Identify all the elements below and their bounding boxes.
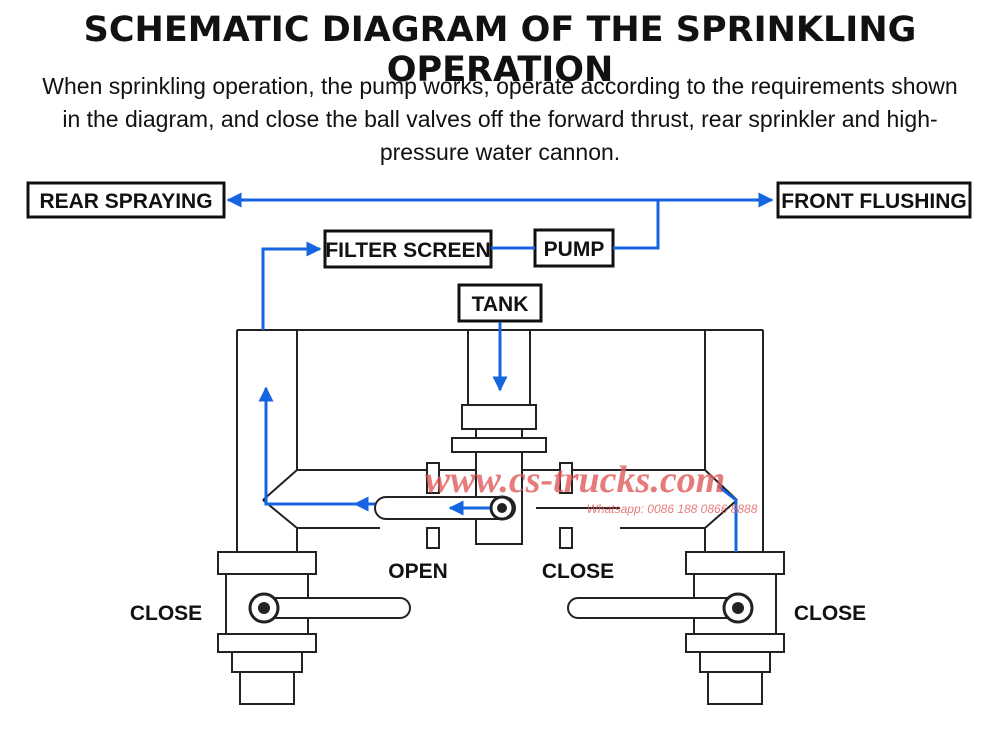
pump-box: PUMP: [533, 228, 615, 268]
center-right-valve: [536, 462, 620, 549]
center-left-valve: [374, 462, 516, 549]
tank-box: TANK: [457, 283, 543, 323]
flow-lines: [226, 192, 774, 552]
front-flushing-box: FRONT FLUSHING: [776, 181, 972, 219]
center-valve-stack: [451, 404, 547, 545]
filter-screen-label: FILTER SCREEN: [325, 239, 490, 262]
left-valve-assembly: [217, 551, 411, 705]
description: When sprinkling operation, the pump work…: [42, 73, 958, 165]
pump-label: PUMP: [544, 238, 605, 261]
rear-spraying-label: REAR SPRAYING: [39, 190, 212, 213]
front-flushing-label: FRONT FLUSHING: [781, 190, 966, 213]
watermark-site: www.cs-trucks.com: [425, 459, 726, 501]
center-right-valve-status: CLOSE: [542, 560, 614, 583]
center-left-valve-handle: [374, 496, 516, 520]
right-valve-status: CLOSE: [794, 602, 866, 625]
pump-output-flow: [613, 200, 660, 250]
center-left-valve-status: OPEN: [388, 560, 448, 583]
riser-to-filter-flow: [261, 241, 322, 330]
page-title: SCHEMATIC DIAGRAM OF THE SPRINKLING OPER…: [83, 10, 917, 90]
tank-label: TANK: [472, 293, 529, 316]
manifold-up-flow: [258, 386, 375, 506]
left-valve-status: CLOSE: [130, 602, 202, 625]
rear-spraying-box: REAR SPRAYING: [26, 181, 226, 219]
filter-screen-box: FILTER SCREEN: [323, 229, 493, 269]
right-branch-flow: [717, 484, 738, 552]
right-valve-assembly: [567, 551, 785, 705]
watermark-contact: Whatsapp: 0086 188 0866 8888: [587, 502, 758, 516]
